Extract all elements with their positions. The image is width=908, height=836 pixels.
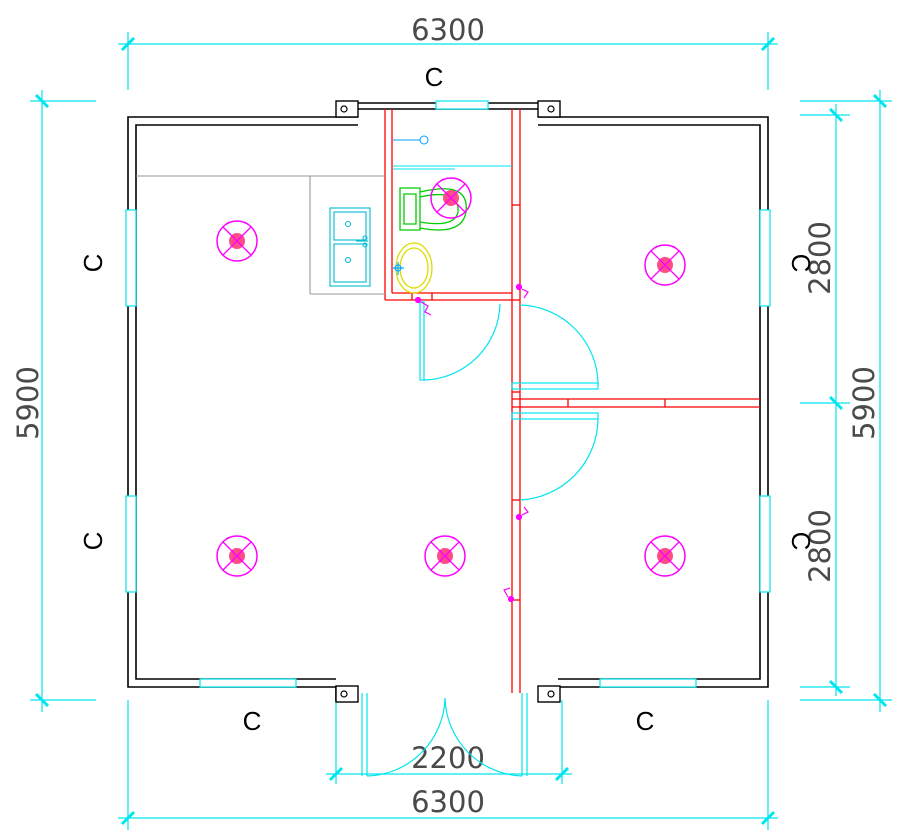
window-mark-top: C	[425, 62, 444, 92]
dimension-right-height: 5900	[847, 366, 881, 440]
dimension-door-width: 2200	[411, 741, 485, 775]
window-mark-bottom-left: C	[243, 706, 262, 736]
bath-curtain	[393, 165, 512, 170]
kitchen-sink-icon	[329, 207, 371, 287]
basin-tap-icon	[393, 262, 404, 275]
dimension-left-height: 5900	[11, 366, 45, 440]
window-mark-right-lower: C	[786, 532, 816, 551]
ceiling-light-icon	[430, 177, 472, 219]
ceiling-lights	[216, 177, 686, 577]
post-bolts	[340, 105, 555, 698]
light-switch-icon	[414, 283, 529, 603]
ceiling-light-icon	[424, 535, 466, 577]
window-mark-right-upper: C	[786, 254, 816, 273]
shower-icon	[393, 135, 429, 145]
dimension-right-upper: 2800	[803, 221, 837, 295]
partition-walls	[384, 109, 760, 693]
ceiling-light-icon	[216, 220, 258, 262]
wall-posts	[335, 100, 561, 703]
dimension-right-lower: 2800	[803, 509, 837, 583]
window-mark-left-lower: C	[78, 532, 108, 551]
door-swing-icon	[361, 301, 599, 777]
window-mark-left-upper: C	[78, 254, 108, 273]
dimension-lines	[30, 32, 892, 830]
ceiling-light-icon	[216, 535, 258, 577]
dimension-ticks	[34, 36, 888, 826]
dimension-bottom-width: 6300	[411, 785, 485, 819]
kitchen-counter	[136, 175, 385, 295]
ceiling-light-icon	[644, 244, 686, 286]
windows	[125, 100, 771, 688]
dimension-top-width: 6300	[411, 13, 485, 47]
ceiling-light-icon	[644, 535, 686, 577]
window-mark-bottom-right: C	[636, 706, 655, 736]
